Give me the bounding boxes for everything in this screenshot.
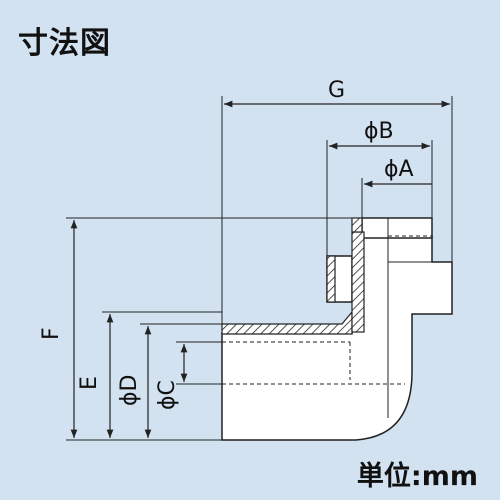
page-title: 寸法図 — [18, 26, 111, 61]
dimension-lines — [70, 100, 450, 438]
dim-label-g: G — [328, 78, 345, 103]
extension-lines — [66, 96, 453, 441]
dim-label-a: ϕA — [384, 157, 414, 182]
dim-label-c: ϕC — [155, 380, 180, 410]
hidden-lines — [222, 235, 432, 385]
dim-label-f: F — [39, 327, 64, 340]
elbow-body — [221, 217, 453, 441]
dim-label-e: E — [77, 376, 102, 390]
dim-label-d: ϕD — [117, 375, 142, 406]
dim-label-b: ϕB — [364, 119, 394, 144]
unit-label: 単位:mm — [356, 461, 478, 492]
section-hatching — [221, 217, 365, 335]
